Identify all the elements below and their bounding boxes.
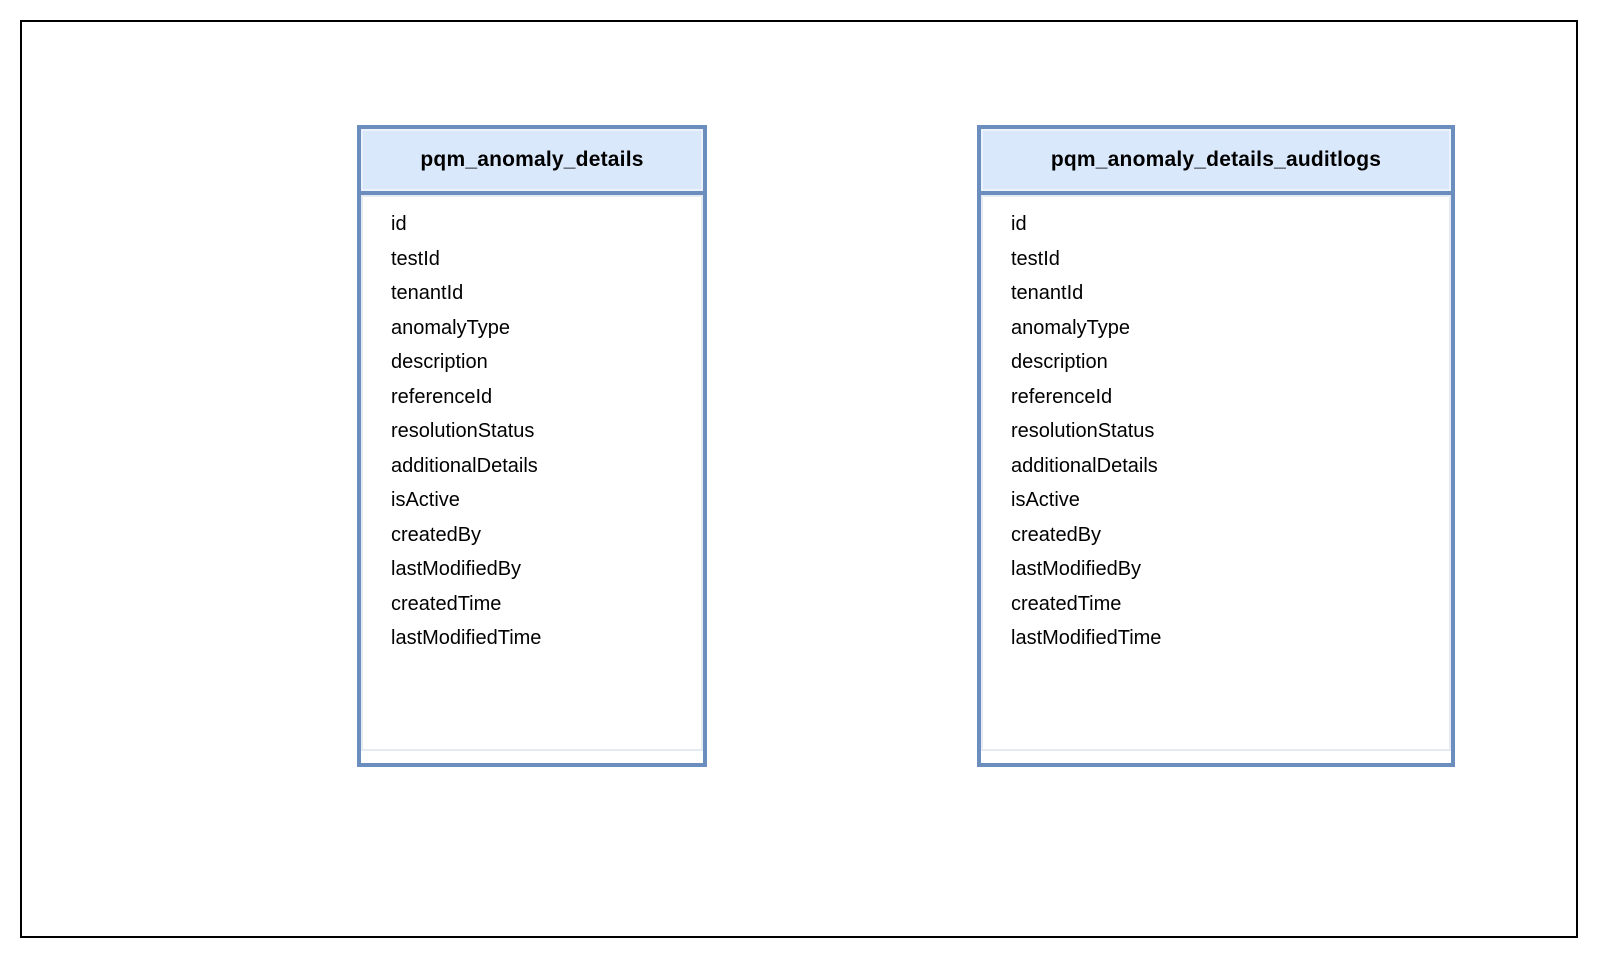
entity-pqm-anomaly-details-auditlogs: pqm_anomaly_details_auditlogs id testId … (977, 125, 1455, 767)
entity-field: tenantId (391, 282, 464, 304)
entity-field: anomalyType (1011, 316, 1130, 339)
entity-field: lastModifiedTime (391, 627, 542, 649)
entity-field: tenantId (1011, 282, 1084, 304)
entity-field: description (1011, 351, 1108, 373)
entity-field: resolutionStatus (391, 420, 535, 442)
entity-field: testId (1011, 247, 1060, 270)
entity-field: isActive (1011, 489, 1080, 511)
entity-field: createdBy (1011, 523, 1102, 546)
entity-field: testId (391, 247, 440, 270)
entity-field: resolutionStatus (1011, 420, 1155, 442)
entity-field-list: id testId tenantId anomalyType descripti… (981, 195, 1451, 751)
entity-field: anomalyType (391, 316, 510, 339)
entity-field: lastModifiedBy (391, 558, 522, 580)
entity-field: id (391, 213, 407, 235)
entity-field: isActive (391, 489, 460, 511)
entity-pqm-anomaly-details: pqm_anomaly_details id testId tenantId a… (357, 125, 707, 767)
entity-field: createdTime (1011, 592, 1122, 615)
entity-field: referenceId (1011, 385, 1113, 408)
entity-field: createdBy (391, 523, 482, 546)
entity-field: createdTime (391, 592, 502, 615)
entity-field: lastModifiedTime (1011, 627, 1162, 649)
entity-field: additionalDetails (391, 454, 538, 477)
entity-title: pqm_anomaly_details_auditlogs (981, 129, 1451, 195)
entity-field-list: id testId tenantId anomalyType descripti… (361, 195, 703, 751)
entity-field: id (1011, 213, 1027, 235)
entity-field: description (391, 351, 488, 373)
entity-field: additionalDetails (1011, 454, 1158, 477)
entity-field: lastModifiedBy (1011, 558, 1142, 580)
entity-title: pqm_anomaly_details (361, 129, 703, 195)
entity-field: referenceId (391, 385, 493, 408)
